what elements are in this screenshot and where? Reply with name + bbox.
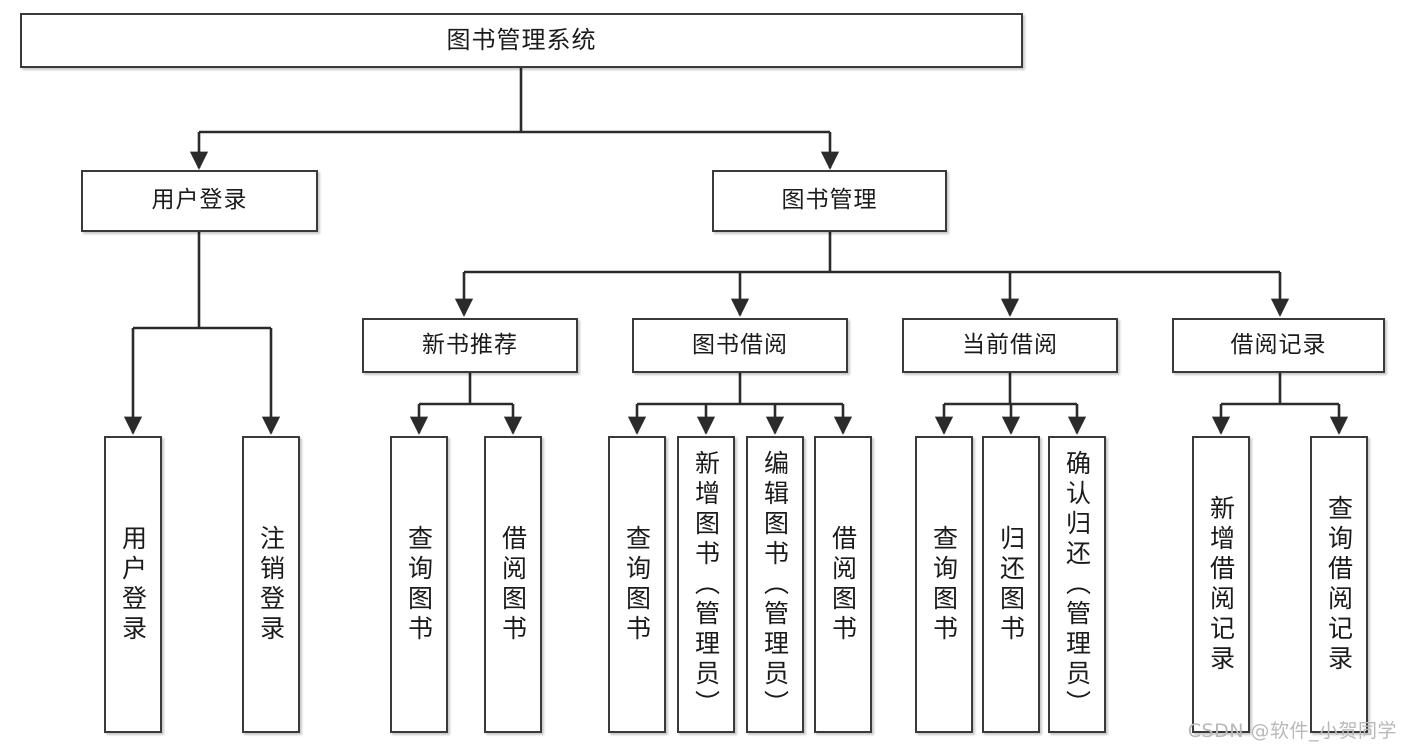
node-label: 查询图书: [622, 524, 652, 645]
node-leaf-borrow-book[interactable]: 借阅图书: [814, 436, 872, 733]
node-label: 借阅图书: [828, 524, 858, 645]
node-book-management[interactable]: 图书管理: [712, 170, 947, 232]
node-leaf-edit-book-admin[interactable]: 编辑图书（管理员）: [746, 436, 804, 733]
node-label: 归还图书: [996, 524, 1026, 645]
node-label: 用户登录: [151, 187, 248, 214]
node-label: 查询借阅记录: [1324, 494, 1354, 675]
node-label: 新增图书（管理员）: [691, 449, 721, 720]
node-label: 注销登录: [256, 524, 286, 645]
node-label: 当前借阅: [962, 331, 1058, 358]
node-leaf-logout[interactable]: 注销登录: [242, 436, 300, 733]
node-new-book-recommend[interactable]: 新书推荐: [362, 318, 578, 373]
node-label: 新书推荐: [422, 331, 518, 358]
node-leaf-add-book-admin[interactable]: 新增图书（管理员）: [677, 436, 735, 733]
watermark: CSDN @软件_小贺同学: [1187, 720, 1397, 742]
node-label: 用户登录: [118, 524, 148, 645]
node-leaf-query-book-borrow[interactable]: 查询图书: [608, 436, 666, 733]
node-current-borrow[interactable]: 当前借阅: [902, 318, 1118, 373]
node-label: 确认归还（管理员）: [1062, 449, 1092, 720]
node-label: 图书管理系统: [446, 26, 597, 55]
node-leaf-user-login[interactable]: 用户登录: [104, 436, 162, 733]
node-leaf-query-borrow-record[interactable]: 查询借阅记录: [1310, 436, 1368, 733]
node-leaf-query-book-current[interactable]: 查询图书: [915, 436, 973, 733]
node-label: 新增借阅记录: [1206, 494, 1236, 675]
node-label: 查询图书: [929, 524, 959, 645]
node-label: 图书借阅: [692, 331, 788, 358]
node-label: 借阅记录: [1230, 331, 1327, 358]
node-label: 编辑图书（管理员）: [760, 449, 790, 720]
node-user-login[interactable]: 用户登录: [81, 170, 318, 232]
node-borrow-record[interactable]: 借阅记录: [1172, 318, 1385, 373]
node-book-borrow[interactable]: 图书借阅: [632, 318, 848, 373]
node-leaf-query-book-recommend[interactable]: 查询图书: [390, 436, 448, 733]
node-label: 借阅图书: [498, 524, 528, 645]
node-leaf-confirm-return-admin[interactable]: 确认归还（管理员）: [1048, 436, 1106, 733]
node-leaf-borrow-book-recommend[interactable]: 借阅图书: [484, 436, 542, 733]
node-label: 查询图书: [404, 524, 434, 645]
node-label: 图书管理: [781, 187, 878, 214]
node-leaf-add-borrow-record[interactable]: 新增借阅记录: [1192, 436, 1250, 733]
node-root-book-management-system[interactable]: 图书管理系统: [20, 13, 1023, 68]
node-leaf-return-book[interactable]: 归还图书: [982, 436, 1040, 733]
